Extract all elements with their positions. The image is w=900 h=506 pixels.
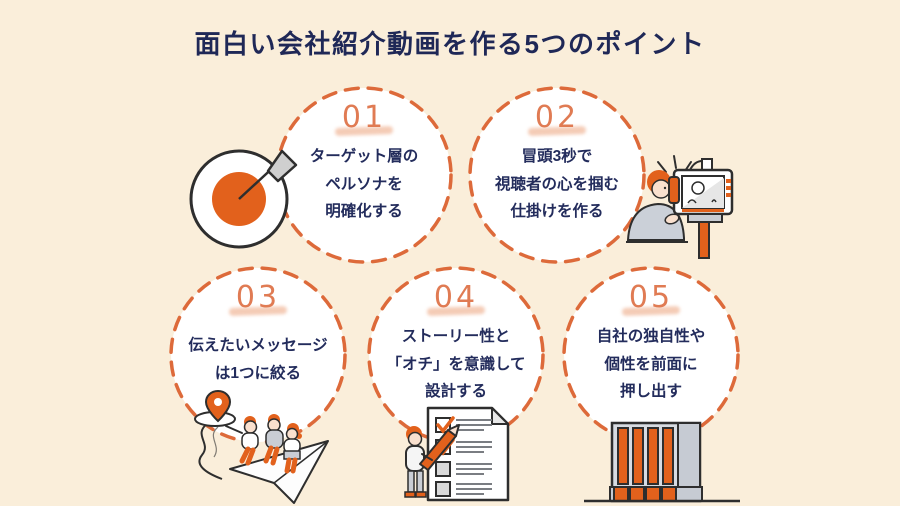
point-text-line: 冒頭3秒で — [521, 148, 593, 165]
circle-point-1 — [275, 86, 453, 264]
point-text-line: 自社の独自性や — [596, 328, 706, 345]
point-text-line: ターゲット層の — [309, 148, 419, 165]
point-number: 04 — [433, 280, 479, 315]
journey-arrow-team-icon — [194, 389, 329, 504]
office-building-icon — [584, 421, 740, 503]
dartboard-target-icon — [189, 149, 298, 249]
point-text-line: 視聴者の心を掴む — [494, 175, 619, 193]
point-number: 01 — [341, 100, 387, 135]
point-text: ターゲット層の ペルソナを 明確化する — [310, 143, 419, 226]
point-text-line: は1つに絞る — [214, 364, 302, 382]
point-card-4: 04 ストーリー性と 「オチ」を意識して 設計する — [369, 268, 543, 442]
point-text-line: 伝えたいメッセージ — [188, 337, 328, 354]
circle-point-2 — [468, 86, 646, 264]
point-text: 冒頭3秒で 視聴者の心を掴む 仕掛けを作る — [495, 143, 619, 226]
point-card-2: 02 冒頭3秒で 視聴者の心を掴む 仕掛けを作る — [470, 88, 644, 262]
point-number: 05 — [628, 280, 674, 315]
point-text-line: 設計する — [424, 383, 487, 400]
point-number: 02 — [534, 100, 580, 135]
point-text-line: 個性を前面に — [604, 355, 698, 373]
point-text-line: 仕掛けを作る — [510, 203, 604, 220]
point-card-5: 05 自社の独自性や 個性を前面に 押し出す — [564, 268, 738, 442]
point-text: 伝えたいメッセージ は1つに絞る — [188, 332, 327, 387]
page-title: 面白い会社紹介動画を作る5つのポイント — [194, 29, 706, 59]
point-text-line: 押し出す — [619, 383, 682, 400]
point-text: 自社の独自性や 個性を前面に 押し出す — [597, 323, 706, 406]
point-text: ストーリー性と 「オチ」を意識して 設計する — [386, 323, 525, 406]
point-number: 03 — [235, 280, 281, 315]
point-text-line: 明確化する — [325, 203, 403, 220]
point-card-1: 01 ターゲット層の ペルソナを 明確化する — [277, 88, 451, 262]
presenter-video-camera-icon — [626, 155, 734, 259]
point-text-line: ストーリー性と — [401, 328, 511, 345]
point-card-3: 03 伝えたいメッセージ は1つに絞る — [171, 268, 345, 442]
checklist-person-icon — [404, 406, 510, 502]
point-text-line: ペルソナを — [325, 175, 403, 193]
point-text-line: 「オチ」を意識して — [386, 355, 526, 373]
